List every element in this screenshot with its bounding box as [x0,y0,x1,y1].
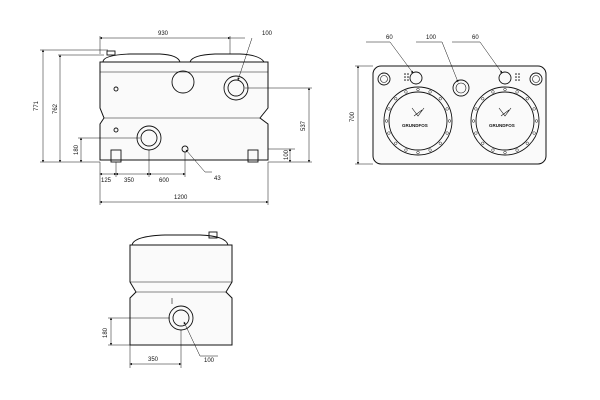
top-corner-port-left [377,72,391,86]
front-lower-inner [140,129,158,147]
lid-bolt [534,119,539,123]
lid-bolt [447,119,452,123]
lid-bolt [404,90,408,94]
front-tank-body [99,61,269,161]
top-port-left-60 [409,71,423,85]
lid-bolt [394,141,398,145]
lid-bolt [445,107,449,111]
top-logo-right: GRUNDFOS [489,123,515,128]
lid-bolt [384,119,389,123]
lid-bolt [515,90,519,94]
lid-bolt [503,87,507,92]
dim-inlet-100: 100 [262,31,273,37]
front-view: 930 100 771 762 180 537 100 43 [34,31,312,205]
lid-bolt [387,131,391,135]
top-corner-port-right [529,72,543,86]
lid-bolt [532,131,536,135]
dim-side-100: 100 [204,358,215,364]
front-foot-right [247,149,259,163]
top-tank-body [372,65,547,165]
top-port-right-60 [498,71,512,85]
lid-bolt [428,148,432,152]
lid-bolt [503,150,507,155]
top-dots-right [515,73,520,81]
side-view: 180 350 100 [103,231,233,368]
lid-bolt [387,107,391,111]
top-view: GRUNDFOS GRUNDFOS 60 100 60 700 [350,35,547,165]
lid-bolt [428,90,432,94]
front-lid-right [189,53,265,63]
side-lid [131,234,229,246]
front-inlet-inner [227,79,245,97]
top-logo-left: GRUNDFOS [402,123,428,128]
lid-bolt [438,141,442,145]
dim-762: 762 [53,103,59,114]
side-port-inner [172,309,190,327]
lid-bolt [491,148,495,152]
dim-top-100: 100 [426,35,437,41]
top-lid-left: GRUNDFOS [383,86,453,156]
dim-top-60-right: 60 [472,35,479,41]
dim-930: 930 [158,31,169,37]
lid-bolt [471,119,476,123]
front-upper-port [171,70,195,94]
dim-front-100: 100 [284,149,290,160]
lid-bolt [525,97,529,101]
lid-bolt [491,90,495,94]
dim-1200: 1200 [174,195,188,201]
lid-bolt [532,107,536,111]
dim-537: 537 [301,120,307,131]
lid-bolt [445,131,449,135]
dim-771: 771 [34,100,40,111]
front-lid-left [102,53,181,63]
dim-side-350: 350 [148,357,159,363]
lid-bolt [416,87,420,92]
lid-bolt [481,97,485,101]
dim-top-60-left: 60 [386,35,393,41]
grundfos-logo-icon [498,107,512,117]
dim-700: 700 [350,111,356,122]
front-small-hole-1 [113,86,119,92]
lid-bolt [474,131,478,135]
lid-bolt [481,141,485,145]
dim-350: 350 [124,178,135,184]
dim-43: 43 [214,176,221,182]
dim-600: 600 [159,178,170,184]
front-vent-left [106,50,116,56]
lid-bolt [416,150,420,155]
top-lid-right: GRUNDFOS [470,86,540,156]
lid-bolt [474,107,478,111]
dim-side-180: 180 [103,327,109,338]
lid-bolt [515,148,519,152]
lid-bolt [438,97,442,101]
lid-bolt [525,141,529,145]
lid-bolt [394,97,398,101]
side-tank-body [129,244,233,346]
grundfos-logo-icon [411,107,425,117]
dim-front-180: 180 [74,144,80,155]
dim-125: 125 [101,178,112,184]
front-small-hole-2 [113,127,119,133]
top-dots-left [404,73,409,81]
lid-bolt [404,148,408,152]
side-vent [208,231,218,239]
top-port-middle-100 [452,79,470,97]
